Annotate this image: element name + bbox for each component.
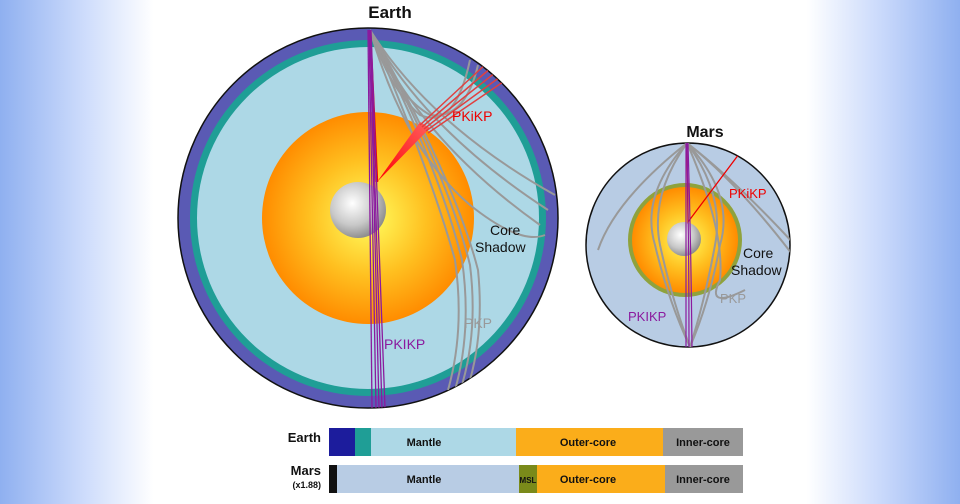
mars-bar-msl-label: MSL bbox=[520, 476, 537, 485]
earth-bar-mantle-label: Mantle bbox=[407, 437, 442, 449]
earth-core-shadow-label-2: Shadow bbox=[475, 239, 526, 255]
earth-pkikp-label: PKIKP bbox=[384, 336, 425, 352]
earth-bar-outer-core-label: Outer-core bbox=[560, 437, 616, 449]
earth-diagram: Earth bbox=[177, 3, 559, 409]
mars-bar-label: Mars bbox=[291, 463, 321, 478]
earth-bar-label: Earth bbox=[288, 430, 321, 445]
mars-diagram: Mars PKiKP bbox=[585, 124, 791, 348]
earth-bar-outer-core bbox=[516, 428, 663, 456]
mars-bar-crust bbox=[329, 465, 337, 493]
earth-pkikp-rays bbox=[367, 29, 386, 408]
earth-pkikp-reflected-label: PKiKP bbox=[452, 108, 492, 124]
mars-bar-mantle bbox=[337, 465, 519, 493]
mars-inner-core bbox=[667, 222, 701, 256]
mars-core-shadow-label-2: Shadow bbox=[731, 262, 782, 278]
earth-bar-inner-core bbox=[663, 428, 743, 456]
earth-bar-inner-core-label: Inner-core bbox=[676, 437, 730, 449]
mars-pkikp-label: PKIKP bbox=[628, 309, 666, 324]
mars-bar-scale: (x1.88) bbox=[292, 480, 321, 490]
mars-pkp-rays bbox=[597, 143, 790, 347]
mars-core-shadow-label-1: Core bbox=[743, 245, 774, 261]
mars-bar-inner-core-label: Inner-core bbox=[676, 474, 730, 486]
earth-pkp-label: PKP bbox=[464, 315, 492, 331]
earth-layer-bar: Earth Mantle Outer-core Inner-core bbox=[288, 428, 743, 456]
mars-pkikp-rays bbox=[685, 143, 693, 347]
earth-title: Earth bbox=[368, 3, 411, 22]
mars-bar-outer-core bbox=[537, 465, 665, 493]
mars-pkp-label: PKP bbox=[720, 291, 746, 306]
mars-bar-inner-core bbox=[665, 465, 743, 493]
earth-bar-upper-mantle bbox=[355, 428, 371, 456]
earth-bar-crust bbox=[329, 428, 355, 456]
mars-layer-bar: Mars (x1.88) Mantle MSL Outer-core Inner… bbox=[291, 463, 743, 493]
mars-title: Mars bbox=[686, 124, 723, 141]
earth-core-shadow-label-1: Core bbox=[490, 222, 521, 238]
earth-bar-mantle bbox=[371, 428, 516, 456]
mars-pkikp-reflected-label: PKiKP bbox=[729, 186, 767, 201]
mars-bar-outer-core-label: Outer-core bbox=[560, 474, 616, 486]
earth-pkp-rays bbox=[369, 29, 556, 391]
mars-bar-msl bbox=[519, 465, 537, 493]
mars-bar-mantle-label: Mantle bbox=[407, 474, 442, 486]
